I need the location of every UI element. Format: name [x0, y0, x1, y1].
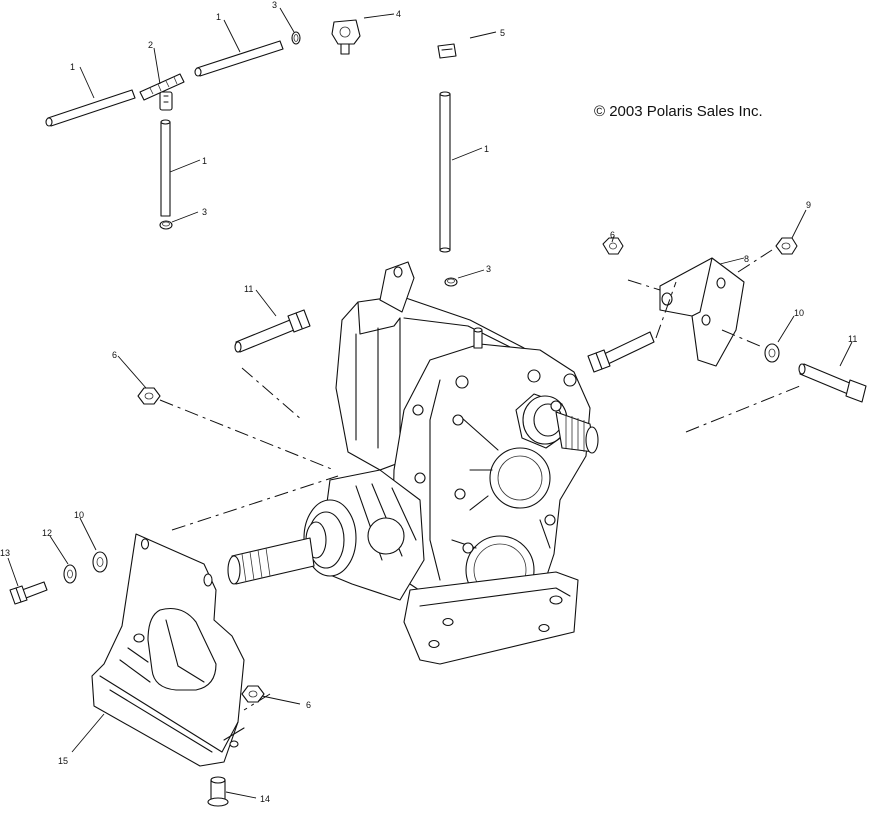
callout-12: 12	[42, 528, 52, 538]
vent-hose-left	[45, 89, 136, 127]
mount-bracket-rear	[91, 533, 245, 767]
callout-1: 1	[202, 156, 207, 166]
callout-15: 15	[58, 756, 68, 766]
nut-6-left	[137, 387, 161, 405]
vent-hose-vertical-short	[160, 119, 171, 217]
leader-lines	[7, 7, 853, 799]
bolt-right	[798, 363, 867, 403]
transmission-housing	[227, 261, 599, 665]
callout-8: 8	[744, 254, 749, 264]
mount-bracket-right	[659, 257, 745, 367]
bolt-13	[9, 581, 48, 605]
callout-3: 3	[272, 0, 277, 10]
callout-9: 9	[806, 200, 811, 210]
bolt-bracket	[587, 331, 655, 373]
nut-6-upper-right	[602, 237, 624, 255]
clamp-small-tee	[159, 220, 173, 230]
callout-11: 11	[848, 334, 857, 344]
callout-6: 6	[112, 350, 117, 360]
callout-1: 1	[484, 144, 489, 154]
callout-1: 1	[70, 62, 75, 72]
washer-10-left	[92, 551, 108, 573]
tee-fitting	[139, 73, 185, 111]
callout-6: 6	[306, 700, 311, 710]
bolt-left	[234, 309, 311, 353]
hose-clip	[437, 43, 457, 59]
clamp-small-top	[291, 31, 301, 45]
nut-9	[775, 237, 798, 255]
callout-5: 5	[500, 28, 505, 38]
callout-3: 3	[486, 264, 491, 274]
callout-10: 10	[74, 510, 84, 520]
callout-2: 2	[148, 40, 153, 50]
bolt-14	[207, 776, 229, 807]
callout-13: 13	[0, 548, 10, 558]
callout-14: 14	[260, 794, 270, 804]
copyright-notice: © 2003 Polaris Sales Inc.	[594, 103, 763, 120]
vent-hose-vertical-long	[439, 91, 451, 253]
callout-3: 3	[202, 207, 207, 217]
clamp-small-long	[444, 277, 458, 287]
nut-6-lower	[241, 685, 265, 703]
callout-labels: 1 1 1 1 2 3 3 3 4 5 6 6 6 8 9 10 10 11 1…	[0, 0, 857, 804]
callout-1: 1	[216, 12, 221, 22]
callout-10: 10	[794, 308, 804, 318]
callout-4: 4	[396, 9, 401, 19]
assembly-centerlines	[159, 249, 801, 711]
washer-10-right	[764, 343, 780, 363]
vent-fitting	[331, 19, 361, 55]
callout-11: 11	[244, 284, 253, 294]
callout-6: 6	[610, 230, 615, 240]
washer-12	[63, 564, 77, 584]
vent-hose-top	[194, 40, 284, 77]
